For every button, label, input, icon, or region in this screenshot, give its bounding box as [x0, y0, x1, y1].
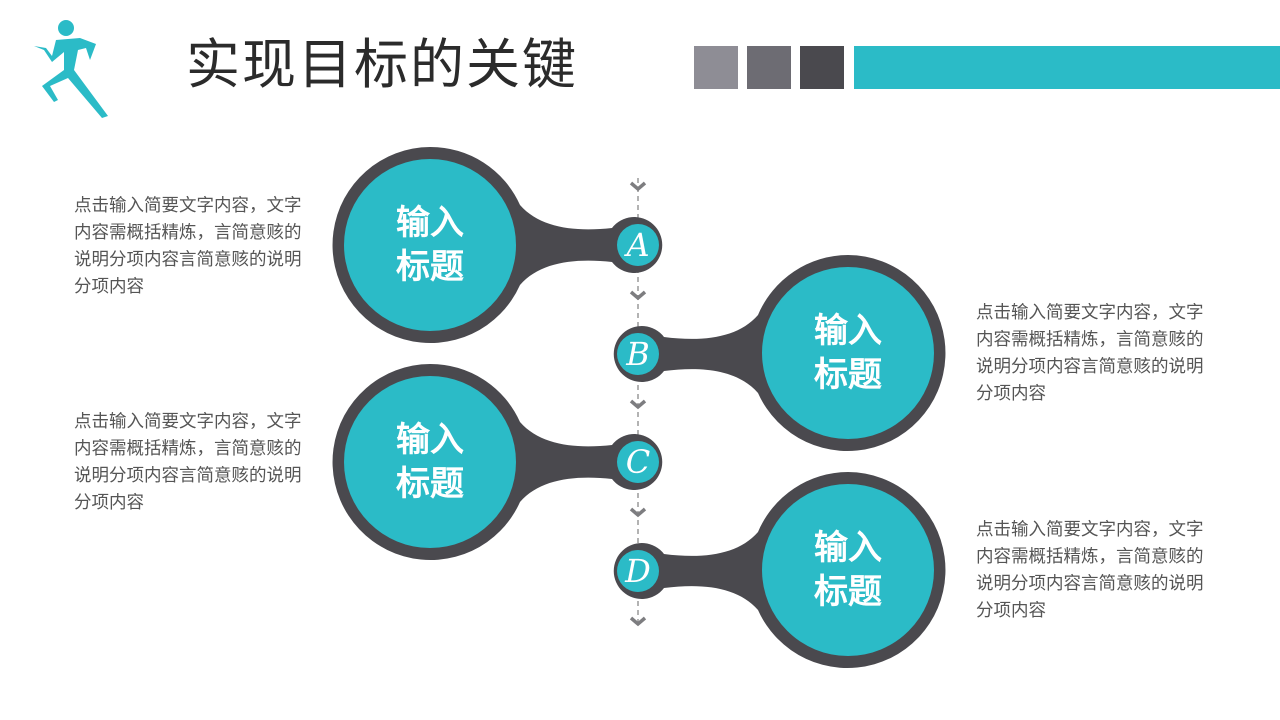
node-d-description[interactable]: 点击输入简要文字内容，文字内容需概括精炼，言简意赅的说明分项内容言简意赅的说明分… — [976, 520, 1204, 621]
node-b-shape — [613, 255, 946, 451]
node-a-title-line2: 标题 — [396, 247, 464, 287]
node-c-title[interactable]: 输入 标题 — [360, 418, 500, 506]
node-a-shape — [332, 146, 663, 343]
node-b-title-line1: 输入 — [814, 311, 882, 351]
running-man-icon — [34, 20, 108, 118]
node-b-description[interactable]: 点击输入简要文字内容，文字内容需概括精炼，言简意赅的说明分项内容言简意赅的说明分… — [976, 303, 1204, 404]
page-title: 实现目标的关键 — [186, 33, 578, 96]
node-d-title[interactable]: 输入 标题 — [778, 526, 918, 614]
node-b-title[interactable]: 输入 标题 — [778, 309, 918, 397]
node-d-title-line1: 输入 — [814, 528, 882, 568]
decor-square-3 — [800, 46, 844, 89]
node-b-title-line2: 标题 — [814, 355, 882, 395]
node-c-title-line1: 输入 — [396, 420, 464, 460]
chevron-down-icon — [629, 181, 647, 627]
node-a-title-line1: 输入 — [396, 203, 464, 243]
node-a-letter: A — [626, 226, 650, 264]
node-d-letter: D — [625, 552, 651, 590]
node-a-description[interactable]: 点击输入简要文字内容，文字内容需概括精炼，言简意赅的说明分项内容言简意赅的说明分… — [74, 196, 302, 297]
node-b-letter: B — [626, 335, 650, 373]
decor-square-2 — [747, 46, 791, 89]
node-d-shape — [613, 472, 946, 668]
node-c-title-line2: 标题 — [396, 464, 464, 504]
node-c-letter: C — [625, 443, 651, 481]
node-a-title[interactable]: 输入 标题 — [360, 201, 500, 289]
decor-square-1 — [694, 46, 738, 89]
decor-accent-bar — [854, 46, 1280, 89]
node-c-description[interactable]: 点击输入简要文字内容，文字内容需概括精炼，言简意赅的说明分项内容言简意赅的说明分… — [74, 412, 302, 513]
node-c-shape — [332, 363, 663, 560]
node-d-title-line2: 标题 — [814, 572, 882, 612]
